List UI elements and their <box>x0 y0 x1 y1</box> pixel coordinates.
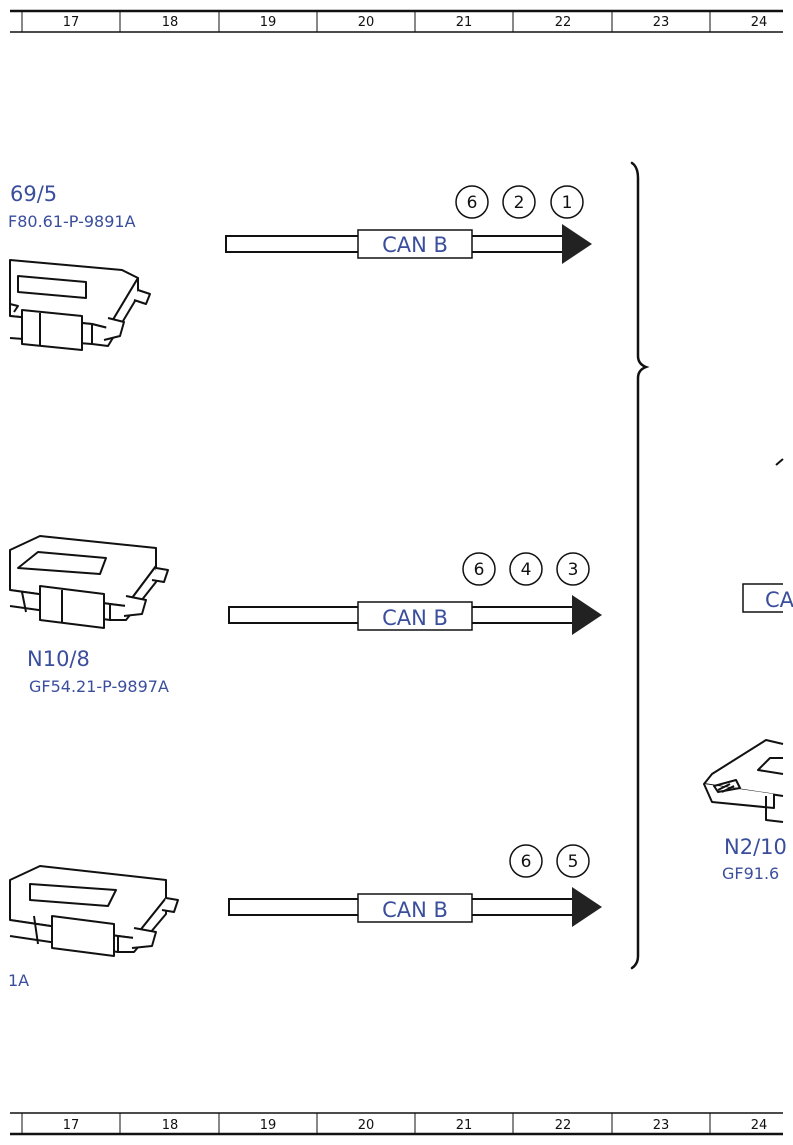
control-unit-middle-icon <box>9 535 169 629</box>
signal-marker: 6 <box>467 193 478 213</box>
control-unit-right-icon <box>703 739 784 823</box>
can-bus-middle-label: CAN B <box>382 606 448 630</box>
connector-stub <box>775 458 784 466</box>
can-bus-right-label: CA <box>765 588 793 612</box>
signal-marker: 4 <box>521 560 532 580</box>
grid-col-label: 17 <box>63 15 80 30</box>
grid-col-label: 20 <box>358 1118 375 1133</box>
can-bus-right: CA <box>742 583 793 613</box>
grid-col-label: 19 <box>260 15 277 30</box>
signal-marker: 2 <box>514 193 525 213</box>
signal-marker: 5 <box>568 852 579 872</box>
signal-marker: 3 <box>568 560 579 580</box>
control-unit-top-icon <box>9 259 151 351</box>
module-bottom-code: 1A <box>8 971 29 990</box>
grid-col-label: 24 <box>751 15 768 30</box>
grid-col-label: 24 <box>751 1118 768 1133</box>
grid-strip-top: 17 18 19 20 21 22 23 24 <box>10 9 783 33</box>
grid-col-label: 21 <box>456 15 473 30</box>
can-bus-bottom-label: CAN B <box>382 898 448 922</box>
module-right-code: GF91.6 <box>722 864 779 883</box>
signal-marker: 1 <box>562 193 573 213</box>
grid-col-label: 17 <box>63 1118 80 1133</box>
module-top-code: F80.61-P-9891A <box>8 212 136 231</box>
grid-col-label: 21 <box>456 1118 473 1133</box>
grid-col-label: 19 <box>260 1118 277 1133</box>
grid-col-label: 22 <box>555 15 572 30</box>
grid-col-label: 20 <box>358 15 375 30</box>
grid-strip-bottom: 17 18 19 20 21 22 23 24 <box>10 1112 783 1136</box>
grouping-brace <box>630 161 650 970</box>
module-right-name: N2/10 <box>724 835 787 859</box>
control-unit-bottom-icon <box>9 865 179 957</box>
can-bus-top-label: CAN B <box>382 233 448 257</box>
module-middle-code: GF54.21-P-9897A <box>29 677 169 696</box>
can-bus-bottom: CAN B <box>228 887 602 927</box>
signal-marker: 6 <box>474 560 485 580</box>
signal-markers-bottom: 6 5 <box>509 844 590 878</box>
signal-markers-top: 6 2 1 <box>455 185 584 219</box>
module-top-name: 69/5 <box>10 182 57 206</box>
grid-col-label: 18 <box>162 1118 179 1133</box>
can-bus-middle: CAN B <box>228 595 602 635</box>
grid-col-label: 23 <box>653 1118 670 1133</box>
can-bus-top: CAN B <box>225 224 592 264</box>
grid-col-label: 18 <box>162 15 179 30</box>
grid-col-label: 23 <box>653 15 670 30</box>
signal-markers-middle: 6 4 3 <box>462 552 590 586</box>
signal-marker: 6 <box>521 852 532 872</box>
grid-col-label: 22 <box>555 1118 572 1133</box>
module-middle-name: N10/8 <box>27 647 90 671</box>
